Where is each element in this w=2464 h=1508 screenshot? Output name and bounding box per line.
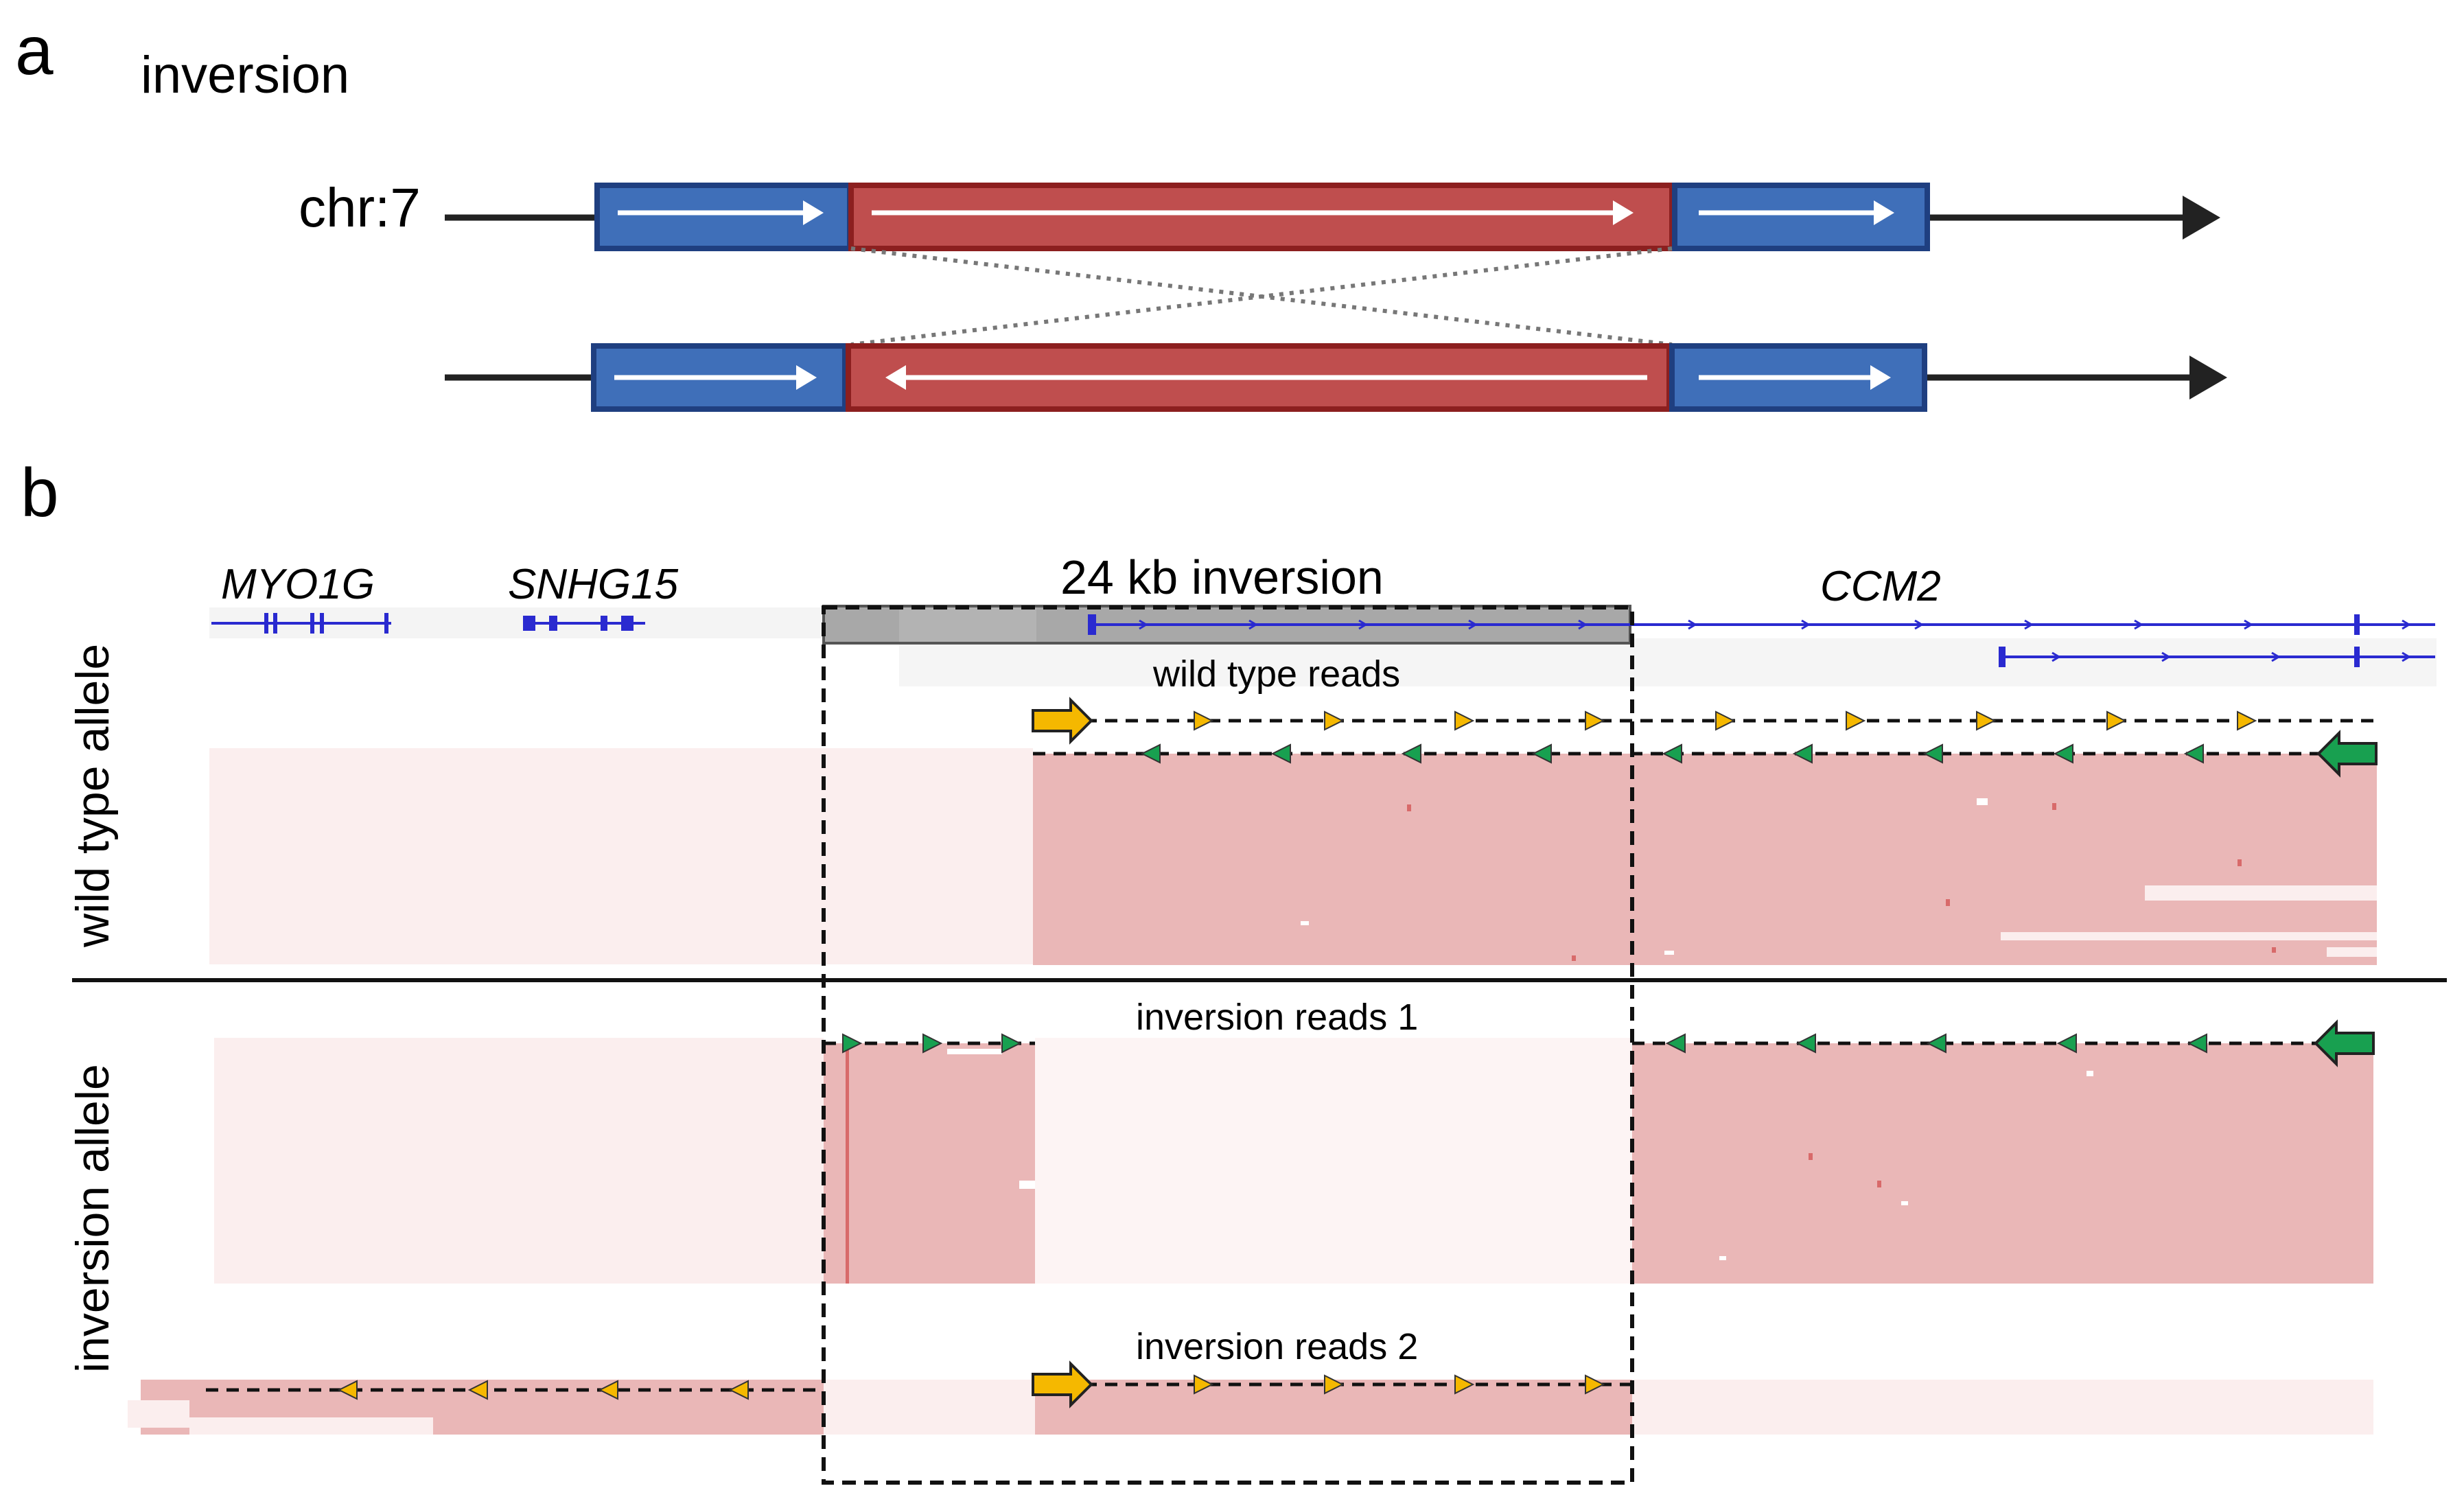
inversion-2-coverage bbox=[128, 1380, 2373, 1435]
wild-type-reads-label: wild type reads bbox=[1152, 653, 1400, 695]
forward-primer-arrow bbox=[1032, 697, 1093, 745]
inversion-reads-2-label: inversion reads 2 bbox=[1136, 1326, 1418, 1367]
inverted-segment-block bbox=[848, 183, 1675, 251]
inversion-boundary-box bbox=[822, 605, 1634, 1485]
gene-label-ccm2: CCM2 bbox=[1820, 563, 1941, 610]
right-flank-block bbox=[1672, 183, 1930, 251]
reference-chromosome bbox=[445, 183, 2220, 251]
panel-b-label: b bbox=[21, 454, 59, 531]
forward-primer-arrow bbox=[1032, 1360, 1093, 1408]
wild-type-coverage bbox=[209, 748, 2377, 965]
inversion-cross-lines bbox=[850, 246, 1673, 347]
inversion-2-read-left bbox=[206, 1380, 824, 1400]
chromosome-label: chr:7 bbox=[299, 177, 421, 238]
row-label-inversion: inversion allele bbox=[67, 1064, 119, 1373]
region-label: 24 kb inversion bbox=[1060, 550, 1384, 604]
inverted-chromosome bbox=[445, 343, 2227, 412]
wild-type-forward-read bbox=[1032, 697, 2375, 745]
inversion-1-read-left bbox=[824, 1033, 1035, 1054]
inversion-1-coverage bbox=[214, 1038, 2373, 1284]
wild-type-reverse-read bbox=[1033, 730, 2378, 778]
panel-a-title: inversion bbox=[141, 46, 349, 104]
chromosome-arrowhead bbox=[2189, 356, 2227, 399]
gene-label-myo1g: MYO1G bbox=[221, 561, 375, 608]
chromosome-arrowhead bbox=[2183, 196, 2220, 240]
panel-a-label: a bbox=[15, 12, 54, 89]
row-label-wild-type: wild type allele bbox=[67, 644, 119, 948]
inversion-reads-1-label: inversion reads 1 bbox=[1136, 997, 1418, 1038]
inversion-2-read-right bbox=[1032, 1360, 1632, 1408]
reverse-primer-arrow bbox=[2316, 730, 2378, 778]
reverse-primer-arrow bbox=[2314, 1019, 2375, 1067]
gene-label-snhg15: SNHG15 bbox=[508, 561, 679, 608]
inversion-1-read-right bbox=[1632, 1019, 2375, 1067]
